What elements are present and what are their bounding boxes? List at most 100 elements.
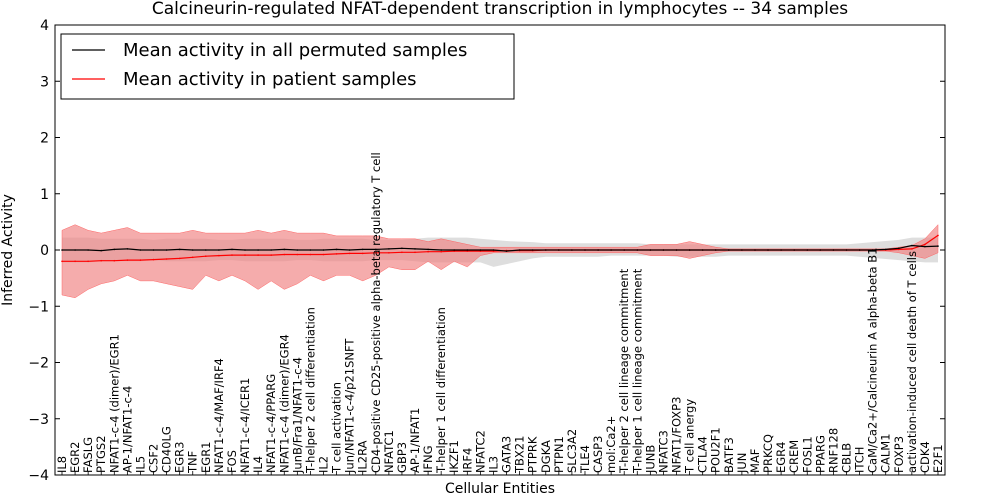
x-tick-label: FASLG	[81, 437, 95, 473]
point-series-2	[165, 258, 168, 260]
x-tick-label: CD40LG	[160, 426, 174, 473]
point-series-1	[701, 249, 704, 251]
y-tick-label: 2	[40, 131, 49, 147]
x-tick-label: NFATC2	[473, 430, 487, 473]
point-series-1	[545, 249, 547, 251]
x-tick-label: CALM1	[879, 433, 893, 473]
chart-title: Calcineurin-regulated NFAT-dependent tra…	[152, 0, 848, 19]
point-series-2	[178, 257, 181, 260]
point-series-1	[283, 248, 286, 251]
x-tick-label: T-helper 2 cell lineage commitment	[617, 268, 631, 474]
point-series-1	[911, 244, 913, 247]
point-series-2	[100, 259, 102, 262]
point-series-1	[453, 249, 456, 251]
x-tick-label: EGR1	[199, 441, 213, 473]
point-series-1	[388, 248, 390, 250]
x-tick-label: AP-1/NFAT1-c-4	[120, 386, 134, 473]
point-series-2	[231, 254, 233, 256]
x-tick-label: BATF3	[722, 437, 736, 473]
legend: Mean activity in all permuted samples Me…	[60, 33, 515, 100]
x-tick-label: IFNG	[421, 445, 435, 473]
x-tick-label: CaM/Ca2+/Calcineurin A alpha-beta B1	[866, 248, 880, 473]
point-series-2	[309, 253, 312, 256]
point-series-1	[558, 249, 560, 251]
point-series-2	[348, 252, 351, 255]
point-series-1	[375, 248, 377, 251]
point-series-1	[61, 249, 63, 251]
point-series-2	[296, 253, 299, 256]
band-series-2	[61, 224, 939, 299]
x-tick-label: NFAT1-c-4 (dimer)/EGR4	[277, 334, 291, 473]
point-series-1	[335, 248, 338, 251]
x-tick-label: CREM	[787, 440, 801, 473]
x-tick-label: T-helper 1 cell lineage commitment	[630, 268, 644, 474]
x-tick-label: IKZF1	[447, 440, 461, 473]
point-series-1	[531, 249, 534, 251]
point-series-1	[924, 245, 926, 248]
point-series-1	[871, 249, 874, 251]
point-series-1	[322, 249, 325, 251]
point-series-2	[87, 260, 89, 263]
point-series-1	[793, 249, 795, 251]
point-series-1	[845, 249, 848, 251]
point-series-1	[884, 248, 887, 251]
x-tick-label: IL5	[133, 456, 147, 473]
x-tick-label: IL2	[317, 456, 331, 473]
x-tick-label: SLC3A2	[565, 429, 579, 473]
point-series-2	[270, 254, 273, 256]
point-series-1	[165, 249, 168, 251]
x-tick-label: TNF	[186, 451, 200, 474]
y-tick-label: 3	[40, 74, 49, 90]
x-axis-label: Cellular Entities	[445, 481, 555, 497]
point-series-2	[257, 254, 259, 256]
point-series-1	[662, 249, 665, 251]
point-series-1	[832, 249, 835, 251]
point-series-2	[466, 250, 469, 252]
point-series-2	[244, 254, 246, 256]
x-tick-label: NFAT1-c-4/PPARG	[264, 374, 278, 473]
x-tick-label: CDK4	[918, 441, 932, 473]
point-series-2	[898, 248, 900, 251]
point-series-1	[714, 249, 717, 251]
x-tick-label: PPARG	[813, 435, 827, 473]
point-series-1	[623, 249, 625, 251]
x-tick-label: CASP3	[591, 436, 605, 473]
y-tick-label: −1	[28, 299, 49, 315]
point-series-1	[440, 249, 443, 251]
point-series-1	[819, 249, 822, 251]
y-tick-label: 0	[40, 243, 49, 259]
y-tick-label: 1	[40, 187, 49, 203]
x-tick-label: IL2RA	[356, 440, 370, 473]
x-tick-label: JUN	[735, 453, 749, 474]
point-series-1	[584, 249, 586, 251]
point-series-1	[218, 249, 220, 251]
point-series-2	[361, 252, 364, 255]
x-tick-label: IRF4	[460, 448, 474, 473]
x-tick-label: RNF128	[826, 428, 840, 473]
x-tick-label: EGR4	[774, 441, 788, 473]
point-series-2	[322, 253, 325, 256]
point-series-2	[191, 256, 194, 259]
point-series-2	[126, 259, 129, 261]
point-series-2	[139, 259, 142, 261]
point-series-1	[754, 249, 756, 251]
x-tick-label: PRKCQ	[761, 434, 775, 473]
x-tick-label: mol:Ca2+	[604, 416, 618, 473]
y-tick-label: −4	[28, 468, 49, 484]
x-tick-label: ITCH	[853, 447, 867, 473]
y-axis-label: Inferred Activity	[0, 194, 16, 306]
point-series-2	[924, 243, 926, 246]
point-series-2	[205, 255, 207, 257]
x-tick-label: JunB/Fra1/NFAT1-c-4	[290, 357, 304, 474]
point-series-1	[636, 249, 639, 251]
point-series-1	[231, 248, 233, 251]
point-series-1	[505, 250, 508, 252]
point-series-1	[571, 249, 573, 251]
point-series-1	[205, 249, 207, 251]
point-series-1	[113, 248, 116, 251]
point-series-1	[479, 249, 482, 251]
x-tick-label: GATA3	[500, 436, 514, 473]
